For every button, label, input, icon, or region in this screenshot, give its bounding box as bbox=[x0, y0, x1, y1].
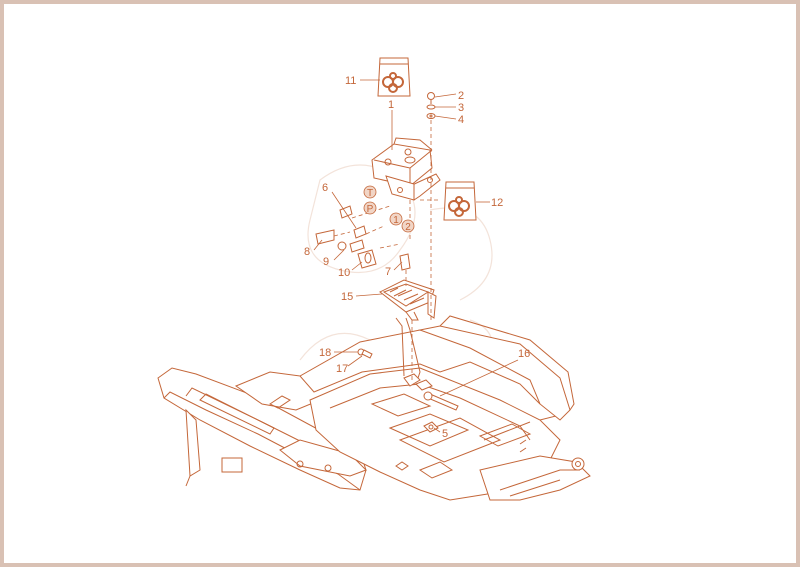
svg-text:P: P bbox=[367, 204, 374, 215]
part-17-18-screw bbox=[357, 348, 373, 359]
svg-text:2: 2 bbox=[405, 222, 411, 233]
callout-18: 18 bbox=[319, 347, 331, 359]
assembly-lines bbox=[333, 120, 440, 380]
callout-12: 12 bbox=[491, 197, 503, 209]
part-2-3-4-hardware bbox=[426, 92, 436, 119]
vehicle-frame bbox=[157, 315, 591, 501]
svg-text:T: T bbox=[367, 188, 373, 199]
callout-4: 4 bbox=[458, 114, 464, 126]
callout-17: 17 bbox=[336, 363, 348, 375]
marker-p: P bbox=[363, 201, 377, 215]
part-11-kit-bag bbox=[377, 57, 411, 97]
callout-9: 9 bbox=[323, 256, 329, 268]
svg-text:1: 1 bbox=[393, 215, 399, 226]
callout-15: 15 bbox=[341, 291, 353, 303]
callout-2: 2 bbox=[458, 90, 464, 102]
callout-1: 1 bbox=[388, 99, 394, 111]
part-5-clip bbox=[423, 421, 439, 433]
callout-7: 7 bbox=[385, 266, 391, 278]
marker-2: 2 bbox=[401, 219, 415, 233]
callout-8: 8 bbox=[304, 246, 310, 258]
marker-1: 1 bbox=[389, 212, 403, 226]
callout-5: 5 bbox=[442, 428, 448, 440]
part-15-cover-plate bbox=[379, 279, 437, 321]
leader-lines bbox=[313, 79, 519, 433]
callout-11: 11 bbox=[345, 75, 356, 87]
callout-3: 3 bbox=[458, 102, 464, 114]
part-1-bracket bbox=[371, 137, 441, 201]
part-12-kit-bag bbox=[443, 181, 477, 221]
callout-10: 10 bbox=[338, 267, 350, 279]
callout-6: 6 bbox=[322, 182, 328, 194]
marker-t: T bbox=[363, 185, 377, 199]
callout-16: 16 bbox=[518, 348, 530, 360]
